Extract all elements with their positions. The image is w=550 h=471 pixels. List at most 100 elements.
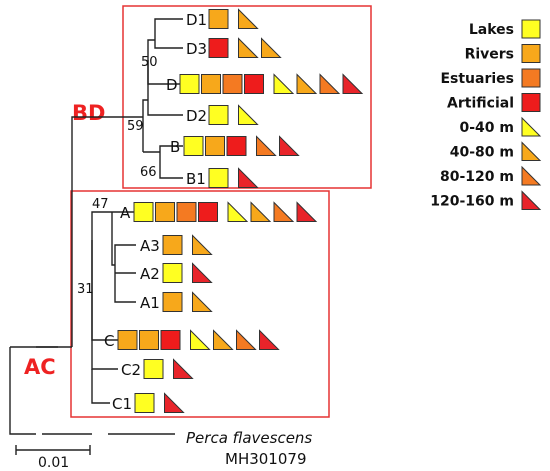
tip-label: B1 <box>186 170 206 188</box>
support-values: 50 59 66 47 31 <box>77 55 158 297</box>
depth-marker <box>279 135 300 156</box>
tip-label: C <box>104 332 114 350</box>
tip-b: B <box>170 135 300 156</box>
tree-branches <box>9 18 183 435</box>
legend-swatch <box>521 116 542 137</box>
habitat-marker <box>183 136 204 156</box>
tip-label: B <box>170 138 180 156</box>
support-value: 66 <box>140 165 157 180</box>
tip-c1: C1 <box>112 392 185 413</box>
depth-marker <box>190 329 211 350</box>
depth-marker <box>192 291 213 312</box>
ac-group-box <box>70 190 330 418</box>
habitat-marker <box>133 202 154 222</box>
depth-marker <box>173 358 194 379</box>
depth-marker <box>213 329 234 350</box>
depth-marker <box>192 234 213 255</box>
legend-label: 0-40 m <box>460 120 515 136</box>
tip-label: C1 <box>112 395 132 413</box>
habitat-marker <box>117 330 138 350</box>
depth-marker <box>238 8 259 29</box>
legend-swatch <box>521 19 541 39</box>
legend-swatch <box>521 141 542 161</box>
depth-marker <box>296 73 318 94</box>
habitat-marker <box>162 235 183 255</box>
depth-marker <box>238 104 259 125</box>
habitat-marker <box>179 74 200 94</box>
habitat-marker <box>222 74 243 94</box>
depth-marker <box>192 262 213 283</box>
habitat-marker <box>244 74 264 94</box>
outgroup-species: Perca flavescens <box>186 429 312 447</box>
habitat-marker <box>160 330 181 350</box>
tip-label: A3 <box>140 237 160 255</box>
legend-swatch <box>521 190 542 210</box>
scale-bar <box>15 445 91 455</box>
legend-swatch <box>521 68 541 88</box>
outgroup-accession: MH301079 <box>225 450 306 468</box>
habitat-marker <box>198 202 218 222</box>
scale-label: 0.01 <box>38 455 69 471</box>
depth-marker <box>164 392 185 413</box>
tip-label: D2 <box>186 107 207 125</box>
tip-b1: B1 <box>186 167 259 188</box>
depth-marker <box>250 201 272 222</box>
habitat-marker <box>143 359 164 379</box>
tip-d: D <box>166 73 364 94</box>
support-value: 31 <box>77 282 94 297</box>
habitat-marker <box>208 9 229 29</box>
habitat-marker <box>162 263 183 283</box>
legend-label: Estuaries <box>440 71 514 87</box>
tip-c2: C2 <box>121 358 194 379</box>
depth-marker <box>256 135 277 156</box>
tip-d3: D3 <box>186 37 282 58</box>
legend-swatch <box>521 44 541 63</box>
habitat-marker <box>155 202 175 222</box>
depth-marker <box>273 201 295 222</box>
habitat-marker <box>208 168 229 188</box>
tip-label: D <box>166 76 178 94</box>
habitat-marker <box>134 393 155 413</box>
tip-label: D3 <box>186 40 207 58</box>
tip-a3: A3 <box>140 234 213 255</box>
tip-label: D1 <box>186 11 207 29</box>
legend-swatch <box>521 165 542 186</box>
depth-marker <box>236 329 257 350</box>
depth-marker <box>238 37 259 58</box>
habitat-marker <box>201 74 221 94</box>
tip-label: C2 <box>121 361 141 379</box>
habitat-marker <box>205 136 225 156</box>
legend-label: 80-120 m <box>440 169 514 185</box>
habitat-marker <box>162 292 183 312</box>
habitat-marker <box>208 38 229 58</box>
tip-label: A2 <box>140 265 160 283</box>
tip-a: A <box>120 201 318 222</box>
depth-marker <box>261 37 282 58</box>
tip-c: C <box>104 329 280 350</box>
tip-d2: D2 <box>186 104 259 125</box>
tip-d1: D1 <box>186 8 259 29</box>
depth-marker <box>238 167 259 188</box>
tip-a2: A2 <box>140 262 213 283</box>
bd-group-label: BD <box>72 101 105 125</box>
depth-marker <box>227 201 249 222</box>
depth-marker <box>259 329 280 350</box>
habitat-marker <box>176 202 197 222</box>
tip-label: A <box>120 204 131 222</box>
legend-label: Artificial <box>447 96 514 112</box>
tip-label: A1 <box>140 294 160 312</box>
legend-swatch <box>521 93 541 112</box>
habitat-marker <box>226 136 247 156</box>
support-value: 47 <box>92 197 109 212</box>
support-value: 50 <box>141 55 158 70</box>
depth-marker <box>296 201 318 222</box>
depth-marker <box>319 73 341 94</box>
legend-label: 40-80 m <box>450 145 514 161</box>
ac-group-label: AC <box>24 355 56 379</box>
legend-label: Lakes <box>469 22 514 38</box>
depth-marker <box>342 73 364 94</box>
tip-a1: A1 <box>140 291 213 312</box>
